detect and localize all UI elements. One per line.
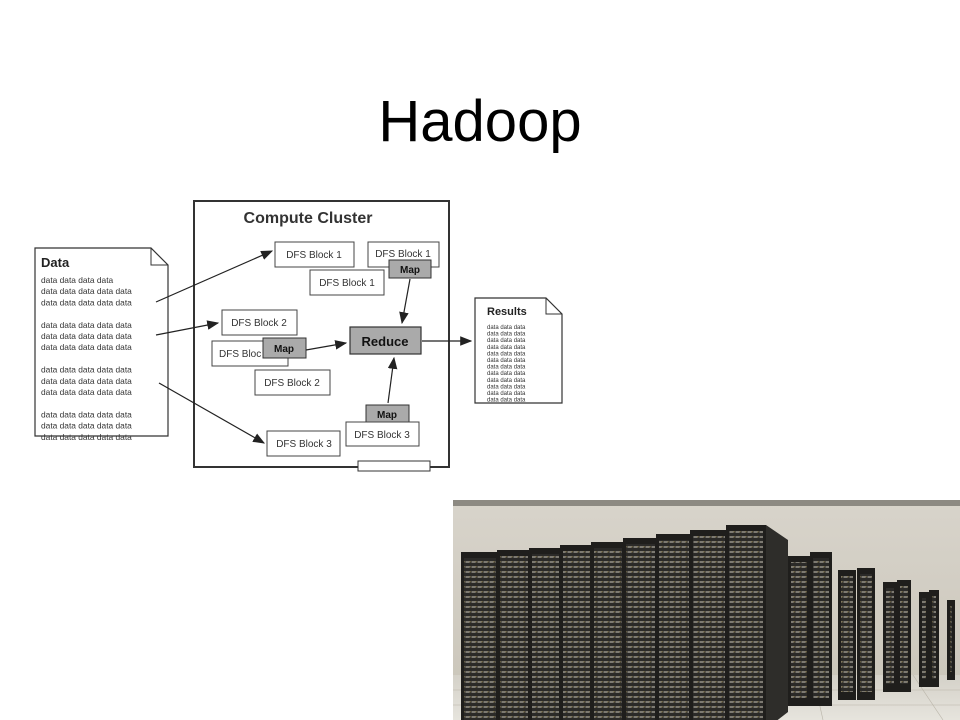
- rack-servers: [841, 576, 853, 692]
- dfs-block-box: DFS Block 3: [266, 430, 341, 457]
- rack-servers: [813, 558, 829, 698]
- doc-line: data data data: [487, 378, 526, 384]
- data-doc-title: Data: [41, 255, 70, 270]
- map-label: Map: [274, 344, 294, 355]
- doc-line: data data data data data: [41, 387, 132, 397]
- doc-line: data data data data data: [41, 365, 132, 375]
- dfs-block-box: DFS Block 2: [254, 369, 331, 396]
- rack-servers: [860, 574, 872, 692]
- dfs-block-3b-label: DFS Block 3: [354, 430, 410, 441]
- rack-servers: [464, 558, 496, 720]
- rack-servers: [659, 540, 689, 720]
- rack-servers: [693, 536, 725, 720]
- map-label: Map: [400, 265, 420, 276]
- dfs-block-1b-label: DFS Block 1: [375, 249, 431, 260]
- reduce-box: Reduce: [349, 326, 422, 355]
- doc-line: data data data: [487, 371, 526, 377]
- doc-line: data data data: [487, 365, 526, 371]
- doc-line: data data data data data: [41, 331, 132, 341]
- rack-servers: [900, 586, 908, 684]
- arrow: [158, 382, 266, 444]
- doc-line: data data data: [487, 325, 526, 331]
- rack-servers: [791, 562, 807, 698]
- doc-line: data data data: [487, 358, 526, 364]
- doc-line: data data data data data: [41, 376, 132, 386]
- doc-line: data data data: [487, 338, 526, 344]
- rack-servers: [932, 596, 936, 679]
- dfs-block-2b-label: DFS Bloc: [219, 349, 261, 360]
- rack-servers: [594, 548, 622, 720]
- arrow: [155, 250, 274, 303]
- doc-line: data data data data data: [41, 409, 132, 419]
- dfs-block-3a-label: DFS Block 3: [276, 439, 332, 450]
- dfs-block-2c-label: DFS Block 2: [264, 378, 320, 389]
- rack-servers: [886, 588, 894, 684]
- map-box-middle: Map: [262, 337, 307, 359]
- mapreduce-diagram: Compute Cluster Data data data data data…: [34, 200, 563, 472]
- doc-line: data data data data data: [41, 342, 132, 352]
- doc-line: data data data data data: [41, 286, 132, 296]
- rack-servers: [626, 544, 655, 720]
- map-label: Map: [377, 410, 397, 421]
- arrow: [305, 340, 348, 351]
- map-box-bottom: Map: [365, 404, 410, 424]
- rack-servers: [532, 554, 559, 720]
- dfs-block-box: DFS Block 2: [221, 309, 298, 336]
- arrow: [387, 356, 398, 404]
- doc-line: data data data data: [41, 275, 114, 285]
- rack-servers: [563, 551, 590, 720]
- dfs-block-1a-label: DFS Block 1: [286, 250, 342, 261]
- rack-side-panel: [766, 525, 788, 720]
- server-room-photo: [453, 500, 960, 720]
- rack-servers: [729, 531, 763, 720]
- dfs-block-box: DFS Block 1: [309, 269, 385, 296]
- dfs-block-1c-label: DFS Block 1: [319, 278, 375, 289]
- doc-line: data data data: [487, 345, 526, 351]
- doc-line: data data data: [487, 384, 526, 390]
- doc-line: data data data: [487, 398, 526, 404]
- doc-line: data data data: [487, 332, 526, 338]
- dfs-block-box: DFS Block 3: [345, 421, 420, 447]
- dfs-block-2a-label: DFS Block 2: [231, 318, 287, 329]
- arrow: [399, 278, 411, 325]
- reduce-label: Reduce: [362, 334, 409, 349]
- cluster-title: Compute Cluster: [244, 210, 373, 227]
- rack-servers: [922, 598, 926, 679]
- results-doc-title: Results: [487, 306, 527, 318]
- rack-servers: [500, 556, 528, 720]
- arrow: [155, 320, 220, 336]
- rack-servers: [950, 606, 952, 672]
- doc-line: data data data: [487, 351, 526, 357]
- slide-title: Hadoop: [378, 89, 582, 154]
- doc-line: data data data data data: [41, 320, 132, 330]
- doc-line: data data data data data: [41, 432, 132, 442]
- map-box-top: Map: [388, 259, 432, 279]
- dfs-block-box: DFS Block 1: [274, 241, 355, 268]
- cutoff-box: [357, 460, 431, 472]
- doc-line: data data data data data: [41, 421, 132, 431]
- doc-line: data data data data data: [41, 297, 132, 307]
- server-racks: [461, 525, 955, 720]
- doc-line: data data data: [487, 391, 526, 397]
